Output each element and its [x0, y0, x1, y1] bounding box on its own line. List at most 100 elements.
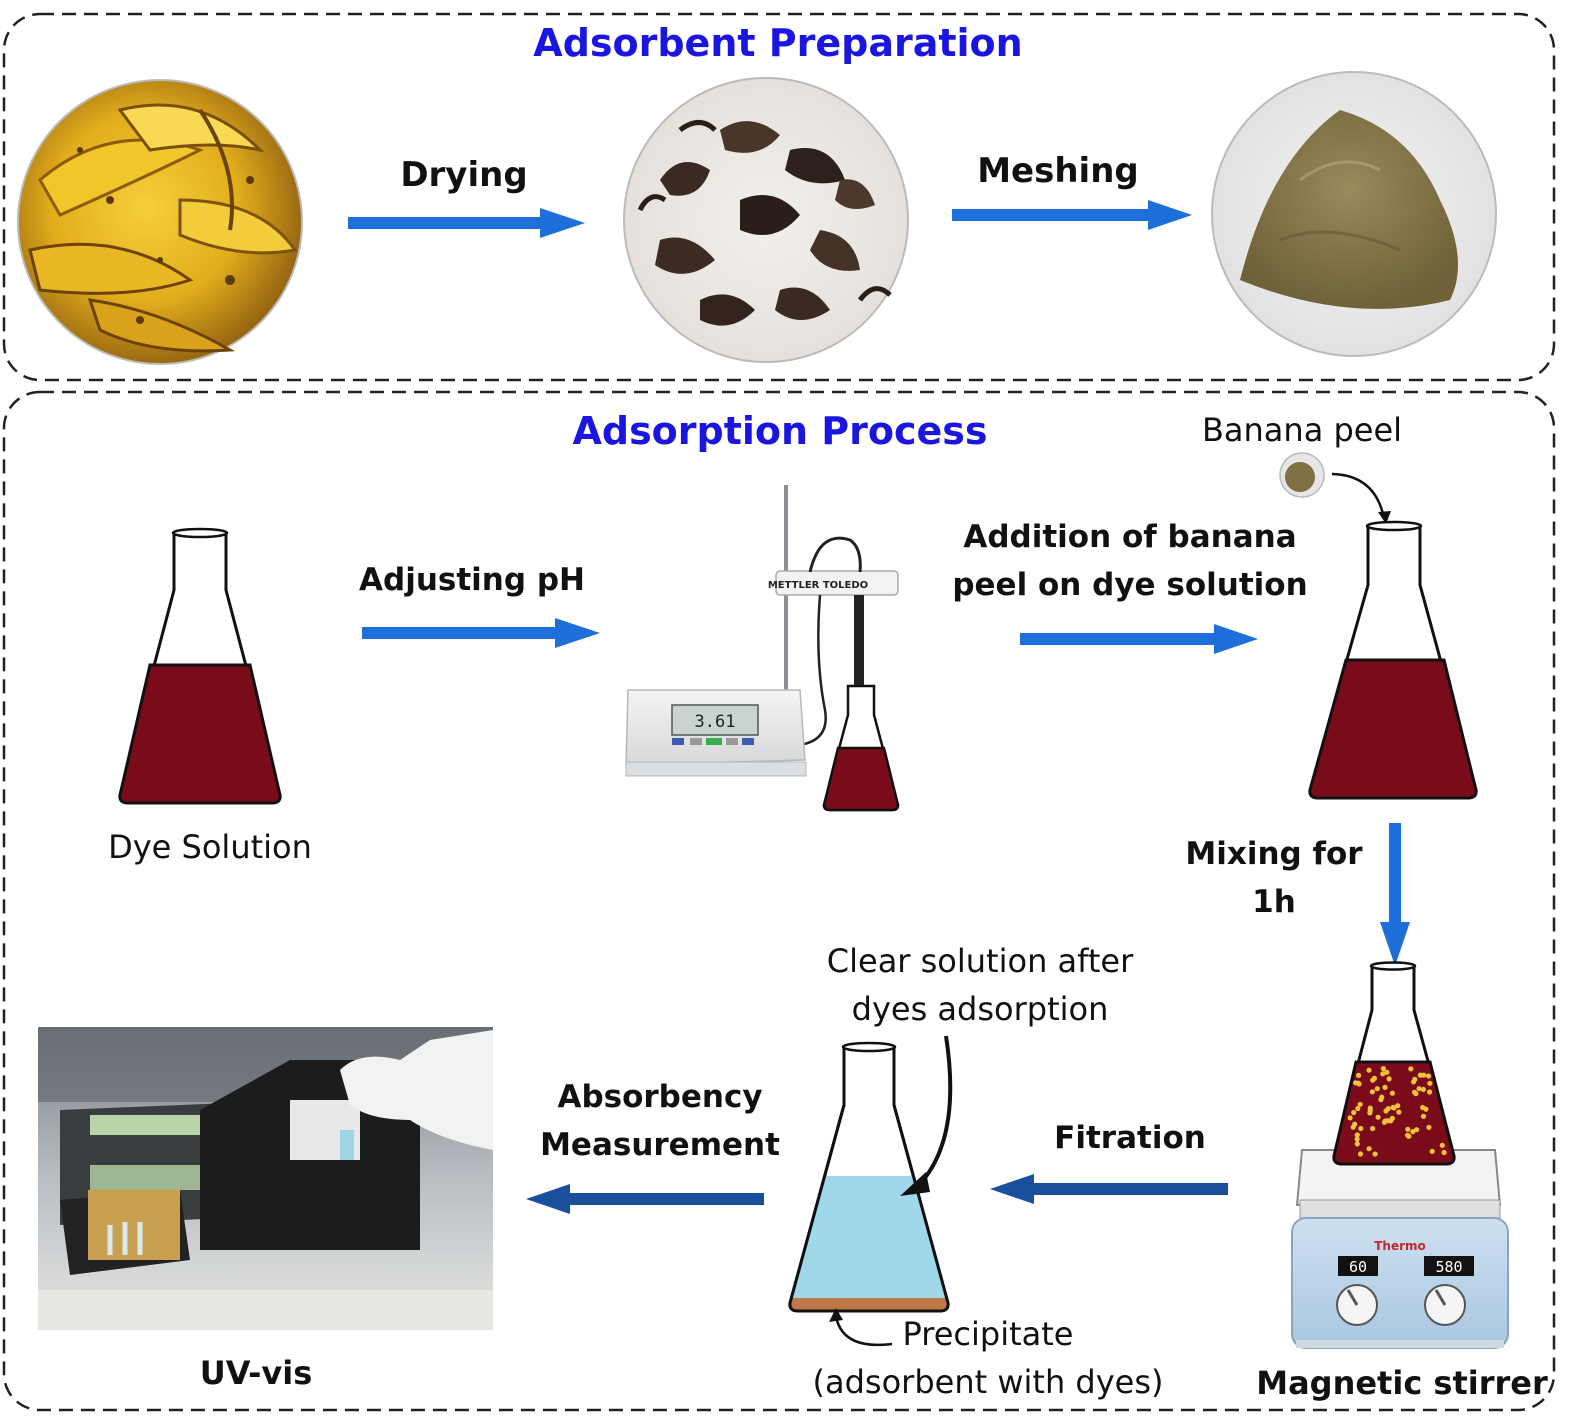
magnetic-stirrer-label: Magnetic stirrer	[1256, 1364, 1548, 1402]
adsorbent-particle	[1354, 1136, 1360, 1142]
adsorbent-particle	[1405, 1132, 1411, 1138]
adsorbent-particle	[1352, 1121, 1358, 1127]
adsorbent-particle	[1353, 1080, 1359, 1086]
mixing-label-line1: Mixing for	[1185, 836, 1363, 872]
adsorbent-particle	[1423, 1106, 1429, 1112]
precipitate-label-line2: (adsorbent with dyes)	[813, 1363, 1164, 1401]
adsorbent-particle	[1354, 1132, 1360, 1138]
adsorbent-particle	[1358, 1125, 1364, 1132]
adsorbent-particle	[1427, 1080, 1433, 1086]
adsorbent-particle	[1420, 1086, 1426, 1093]
adjusting-ph-label: Adjusting pH	[359, 562, 585, 598]
stirring-flask	[1332, 961, 1456, 1166]
ph-meter: METTLER TOLEDO 3.61	[625, 485, 899, 777]
dye-solution-label: Dye Solution	[108, 828, 312, 866]
ph-meter-brand: METTLER TOLEDO	[768, 580, 868, 591]
adsorbent-particle	[1380, 1071, 1386, 1077]
preparation-title: Adsorbent Preparation	[533, 21, 1022, 65]
adsorbent-particle	[1396, 1109, 1402, 1115]
meshing-label: Meshing	[977, 151, 1139, 191]
dried-peels-photo	[623, 77, 909, 363]
absorbency-label-line2: Measurement	[540, 1127, 780, 1163]
powder-photo	[1211, 71, 1497, 357]
clear-solution-label-line2: dyes adsorption	[852, 990, 1109, 1028]
banana-peel-pointer	[1331, 472, 1386, 519]
dye-solution-flask	[118, 527, 282, 805]
precipitate-pointer-head	[829, 1308, 843, 1322]
addition-arrow	[1020, 624, 1258, 654]
adsorbent-particle	[1441, 1149, 1447, 1156]
adsorbent-particle	[1384, 1069, 1390, 1075]
adsorbent-particle	[1379, 1094, 1385, 1100]
filtration-label: Fitration	[1054, 1120, 1206, 1156]
meshing-arrow	[952, 200, 1192, 230]
adsorbent-particle	[1383, 1108, 1389, 1114]
drying-arrow	[348, 208, 585, 238]
adsorbent-particle	[1366, 1146, 1372, 1152]
adsorbent-particle	[1420, 1113, 1427, 1119]
adsorbent-particle	[1357, 1151, 1364, 1157]
adsorbent-particle	[1412, 1076, 1418, 1082]
adsorbent-particle	[1411, 1089, 1418, 1095]
adsorbent-particle	[1427, 1089, 1433, 1095]
process-frame	[2, 390, 1556, 1412]
absorbency-label-line1: Absorbency	[557, 1079, 762, 1115]
banana-peel-label: Banana peel	[1202, 411, 1402, 449]
adsorbent-particle	[1367, 1107, 1373, 1113]
uvvis-label: UV-vis	[200, 1354, 313, 1392]
addition-label-line2: peel on dye solution	[952, 567, 1307, 603]
banana-peel-pointer-head	[1378, 511, 1391, 524]
adsorbent-particle	[1426, 1124, 1432, 1130]
dye-peel-flask	[1308, 520, 1478, 800]
adsorbent-particle	[1410, 1129, 1416, 1135]
adsorbent-particle	[1408, 1066, 1414, 1072]
ph-meter-reading: 3.61	[695, 712, 736, 732]
process-title: Adsorption Process	[572, 409, 987, 453]
adsorbent-particle	[1356, 1072, 1362, 1078]
adsorbent-particle	[1429, 1148, 1435, 1154]
adsorbent-particle	[1388, 1118, 1394, 1124]
adsorbent-particle	[1357, 1101, 1363, 1107]
precipitate-label-line1: Precipitate	[903, 1315, 1074, 1353]
stirrer-brand: Thermo	[1374, 1239, 1426, 1253]
filtered-flask	[788, 1041, 950, 1313]
adsorbent-particle	[1370, 1077, 1376, 1083]
adsorbent-particle	[1351, 1109, 1357, 1116]
mixing-arrow	[1380, 823, 1410, 966]
adsorbent-particle	[1370, 1125, 1376, 1132]
adsorbent-particle	[1372, 1151, 1378, 1157]
banana-peel-powder-icon	[1279, 452, 1325, 498]
filtration-arrow	[990, 1174, 1228, 1204]
adsorbent-particle	[1386, 1076, 1392, 1082]
adsorbent-particle	[1390, 1104, 1396, 1110]
adsorbent-particle	[1380, 1066, 1386, 1072]
adsorbent-particle	[1389, 1090, 1395, 1096]
adsorbent-particle	[1366, 1067, 1372, 1073]
adsorbent-particle	[1405, 1126, 1411, 1132]
ph-sample-flask	[822, 684, 900, 812]
clear-solution-label-line1: Clear solution after	[827, 942, 1134, 980]
clear-solution-pointer	[916, 1035, 953, 1188]
banana-peels-photo	[17, 79, 303, 365]
adsorbent-particle	[1421, 1072, 1427, 1078]
precipitate-pointer	[834, 1315, 893, 1347]
adsorbent-particles	[1347, 1066, 1447, 1157]
absorbency-arrow	[526, 1184, 764, 1214]
stirrer-display-speed: 580	[1435, 1258, 1462, 1276]
adsorbent-particle	[1375, 1114, 1381, 1120]
adsorbent-particle	[1426, 1073, 1432, 1079]
preparation-frame	[2, 12, 1556, 382]
adsorbent-particle	[1369, 1089, 1375, 1095]
adjusting-ph-arrow	[362, 618, 600, 648]
adsorbent-particle	[1416, 1086, 1422, 1092]
adsorbent-particle	[1374, 1086, 1380, 1092]
magnetic-stirrer: Thermo 60 580	[1291, 1149, 1509, 1349]
adsorbent-particle	[1439, 1142, 1445, 1148]
adsorbent-particle	[1355, 1105, 1361, 1112]
adsorbent-particle	[1354, 1141, 1360, 1147]
uvvis-photo	[38, 1027, 493, 1330]
stirrer-display-temp: 60	[1349, 1258, 1367, 1276]
adsorbent-particle	[1382, 1084, 1388, 1090]
mixing-label-line2: 1h	[1252, 884, 1296, 920]
